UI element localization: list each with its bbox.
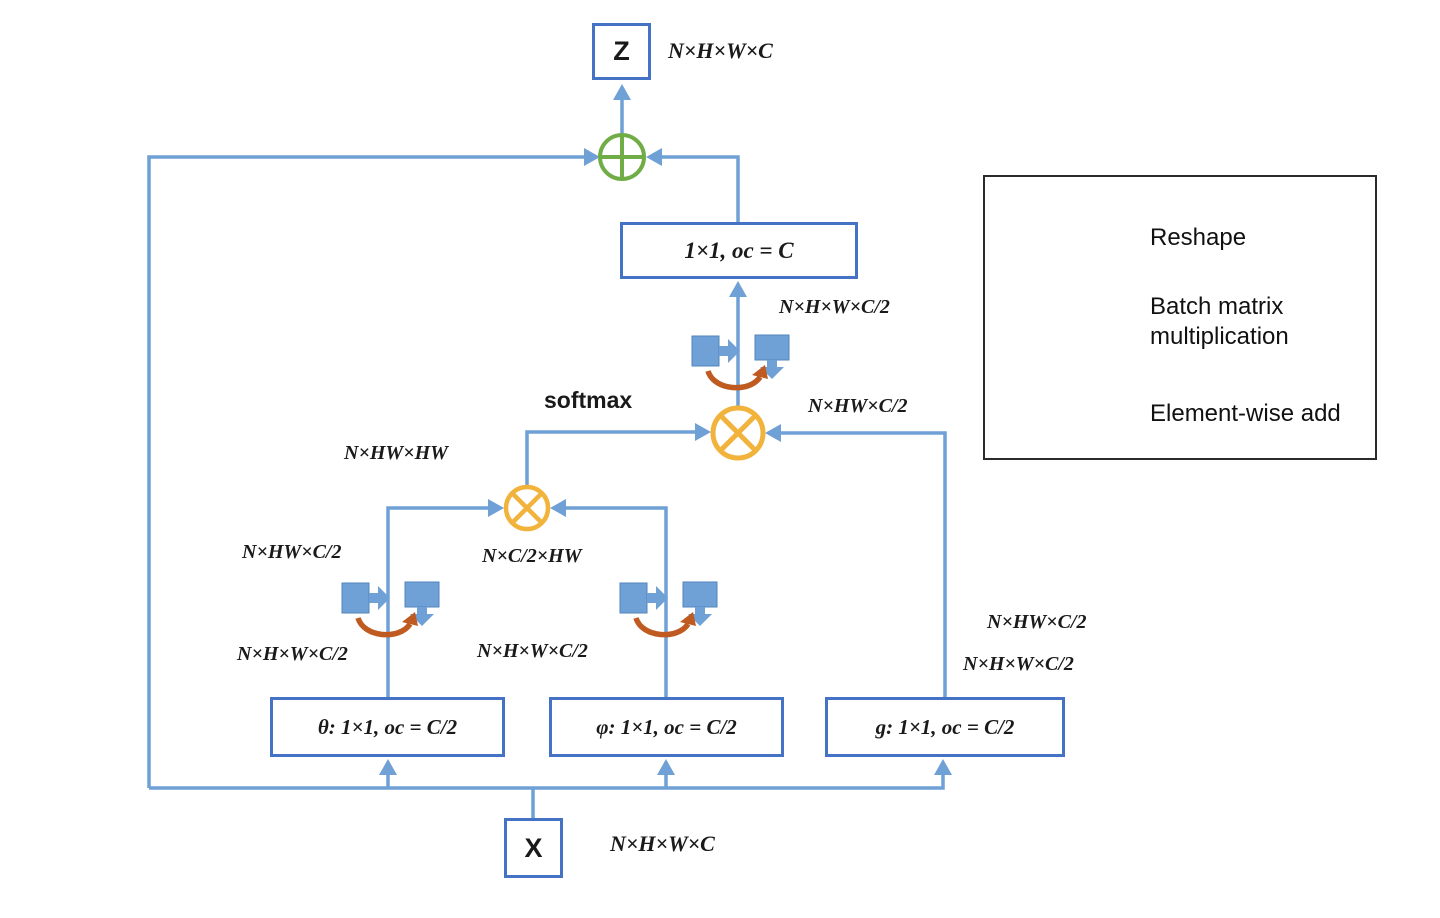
legend-reshape-label: Reshape	[1150, 224, 1247, 251]
label-g-conv-shape: N×H×W×C/2	[963, 653, 1074, 675]
label-phi-reshaped: N×C/2×HW	[482, 545, 582, 567]
node-phi-label: φ: 1×1, oc = C/2	[596, 714, 737, 739]
label-attention-shape: N×HW×HW	[344, 442, 448, 464]
node-x-label: X	[524, 832, 543, 863]
arrow-into-add-left	[584, 148, 600, 166]
label-value-shape: N×HW×C/2	[808, 395, 908, 417]
node-conv-output-label: 1×1, oc = C	[684, 237, 794, 263]
node-theta-label: θ: 1×1, oc = C/2	[317, 714, 458, 739]
arrow-into-g	[934, 759, 952, 775]
edge-residual	[147, 155, 586, 788]
edge-g-to-matmul	[768, 431, 947, 697]
node-g-conv: g: 1×1, oc = C/2	[825, 697, 1065, 757]
elementwise-add-icon	[598, 133, 646, 181]
label-conv-in-shape: N×H×W×C/2	[779, 296, 890, 318]
node-phi-conv: φ: 1×1, oc = C/2	[549, 697, 784, 757]
label-softmax: softmax	[544, 387, 633, 413]
arrow-into-theta	[379, 759, 397, 775]
edge-conv-to-add	[650, 155, 740, 222]
arrowheads	[379, 84, 952, 775]
node-theta-conv: θ: 1×1, oc = C/2	[270, 697, 505, 757]
label-z-shape: N×H×W×C	[668, 38, 773, 63]
reshape-icon-output	[692, 335, 789, 388]
batch-matmul-lower-icon	[503, 484, 551, 532]
arrow-into-matmul-upper-left	[695, 423, 711, 441]
node-z-label: Z	[613, 36, 630, 66]
arrow-into-conv	[729, 281, 747, 297]
batch-matmul-upper-icon	[710, 405, 766, 461]
arrow-into-matmul-lower-left	[488, 499, 504, 517]
reshape-icon-phi	[620, 582, 717, 635]
legend-elementwise-add-label: Element-wise add	[1150, 400, 1341, 427]
label-g-reshaped: N×HW×C/2	[987, 611, 1087, 633]
label-theta-reshaped: N×HW×C/2	[242, 541, 342, 563]
arrow-into-add-right	[646, 148, 662, 166]
node-conv-output: 1×1, oc = C	[620, 222, 858, 279]
reshape-icon-theta	[342, 582, 439, 635]
edge-bottom-bus	[149, 763, 945, 790]
node-z: Z	[592, 23, 651, 80]
arrow-into-z	[613, 84, 631, 100]
arrow-into-matmul-upper-right	[765, 424, 781, 442]
label-phi-conv-shape: N×H×W×C/2	[477, 640, 588, 662]
node-g-label: g: 1×1, oc = C/2	[875, 714, 1015, 739]
node-x: X	[504, 818, 563, 878]
arrow-into-matmul-lower-right	[550, 499, 566, 517]
legend-box: Reshape Batch matrix multiplication Elem…	[983, 175, 1377, 460]
edge-attnmap-to-matmul	[525, 430, 698, 487]
label-theta-conv-shape: N×H×W×C/2	[237, 643, 348, 665]
label-x-shape: N×H×W×C	[610, 831, 715, 856]
arrow-into-phi	[657, 759, 675, 775]
legend-batch-matmul-label: Batch matrix multiplication	[1150, 293, 1289, 350]
